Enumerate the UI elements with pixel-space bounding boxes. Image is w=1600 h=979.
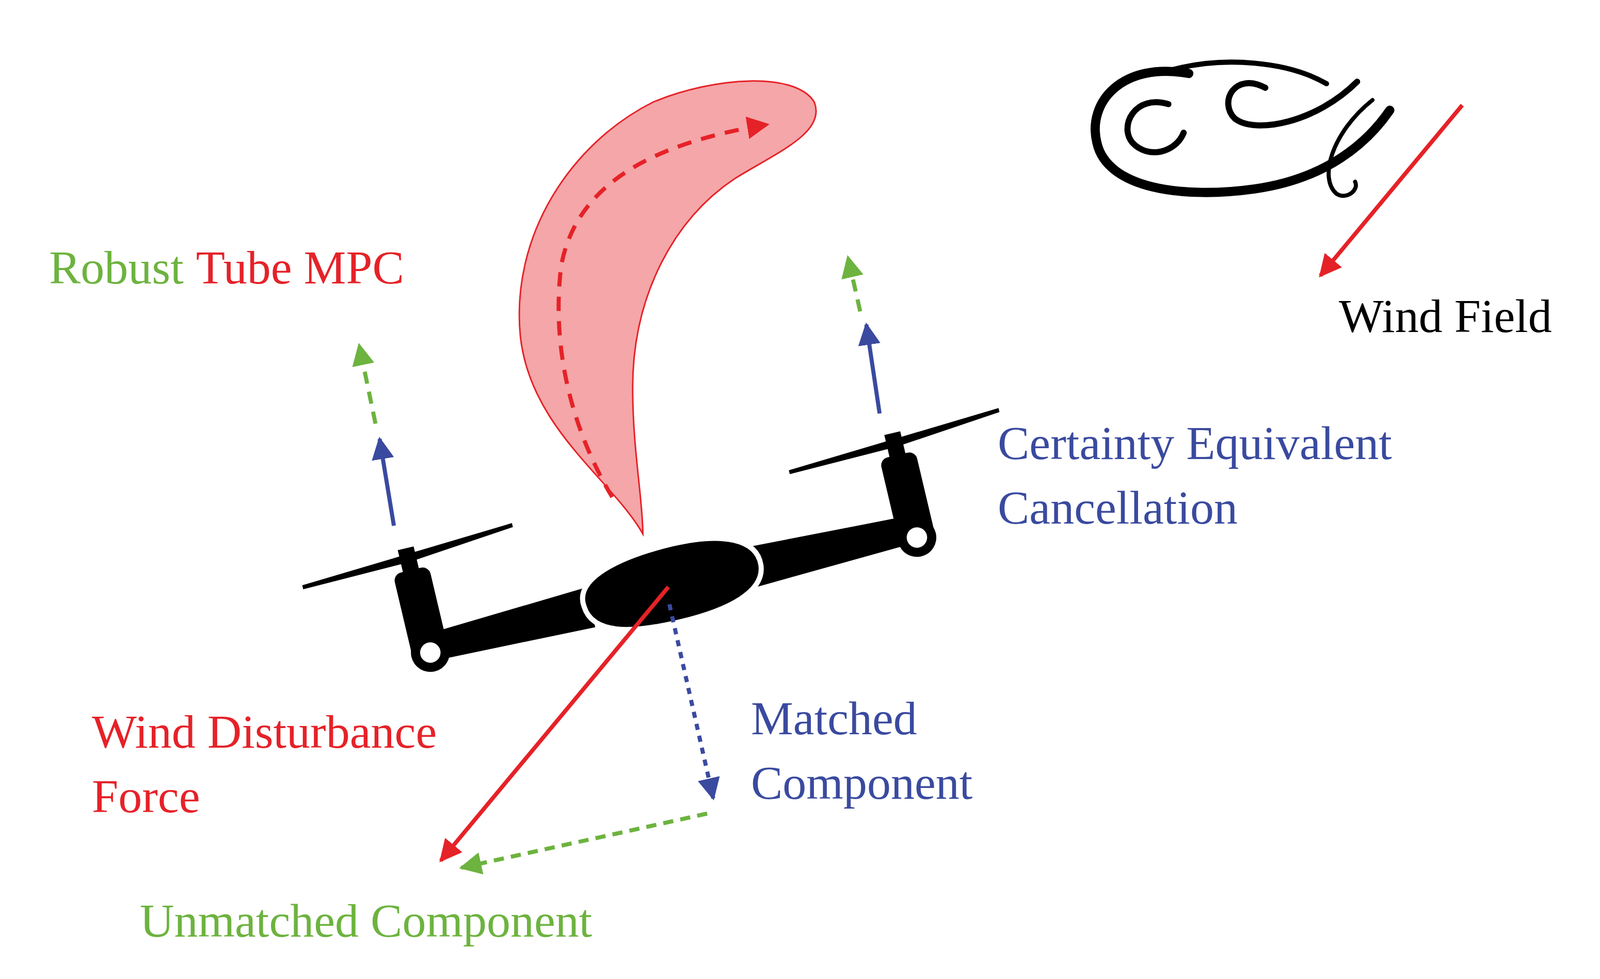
wind-field-label: Wind Field: [1338, 283, 1552, 349]
unmatched-component-arrow: [461, 813, 708, 868]
unmatched-label: Unmatched Component: [139, 888, 592, 953]
matched-label: Matched Component: [750, 685, 1020, 815]
drone: [299, 407, 1030, 704]
matched-component-arrow: [669, 603, 714, 798]
robust-thrust-left: [359, 344, 376, 424]
robust-tube: [519, 81, 816, 534]
wind-field-arrow: [1320, 105, 1463, 276]
method-word: Robust: [49, 235, 184, 300]
thrust-arrow-left: [379, 438, 394, 526]
method-word: Tube MPC: [196, 235, 405, 300]
thrust-arrow-right: [866, 324, 880, 414]
robust-thrust-right: [848, 257, 861, 312]
disturbance-label: Wind Disturbance Force: [91, 699, 505, 829]
nominal-trajectory: [558, 124, 767, 498]
cancellation-label: Certainty Equivalent Cancellation: [997, 410, 1473, 540]
wind-disturbance-arrow: [440, 586, 669, 861]
wind-swirl: [1095, 61, 1390, 196]
